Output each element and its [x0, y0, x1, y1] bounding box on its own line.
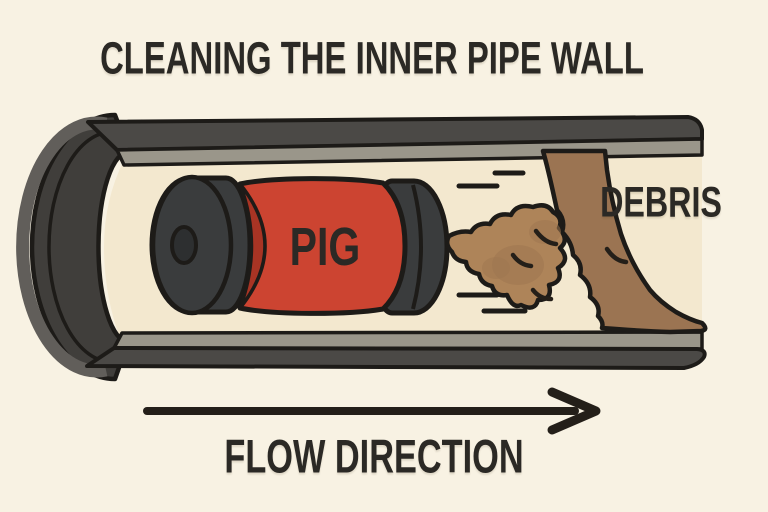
debris-texture-curls	[510, 228, 629, 302]
pipe-bottom-wall	[85, 330, 707, 370]
pipe-top-wall	[86, 115, 704, 167]
pig-label: PIG	[289, 217, 361, 277]
diagram-title: CLEANING THE INNER PIPE WALL	[100, 32, 644, 84]
pig-front-cap	[149, 174, 253, 316]
pig-device	[149, 174, 450, 316]
pig-cap-hub	[170, 225, 198, 265]
debris-label: DEBRIS	[600, 178, 722, 227]
pig-body-shade	[238, 182, 267, 310]
flow-direction-label: FLOW DIRECTION	[224, 429, 524, 483]
pipe-end-rim	[16, 116, 108, 378]
flow-arrow-icon	[143, 387, 601, 435]
debris-mass	[444, 148, 708, 335]
pipe-end-cap	[16, 112, 132, 382]
speed-lines	[456, 170, 528, 314]
